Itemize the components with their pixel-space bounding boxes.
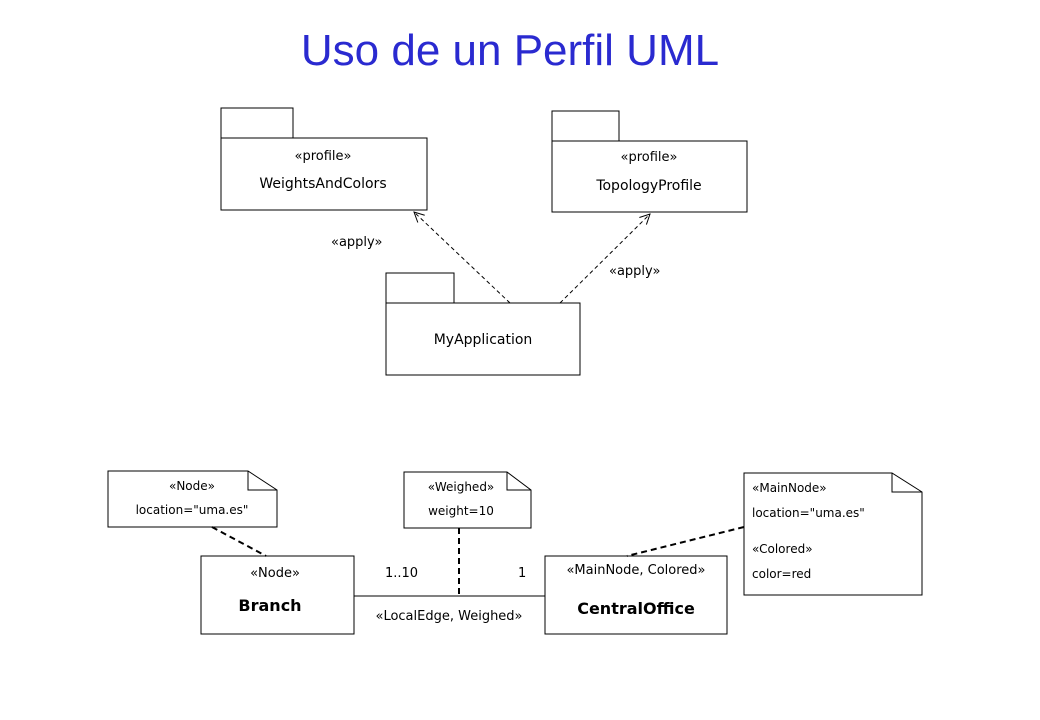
note-fold [506,472,531,491]
note-shape [107,470,278,528]
note-shape [403,471,532,529]
class-stereotype: «MainNode, Colored» [566,563,705,578]
class-branch[interactable]: «Node» Branch [200,555,355,635]
package-tab [220,107,294,139]
package-topology-profile[interactable]: «profile» TopologyProfile [551,110,748,213]
apply-label-right: «apply» [609,264,660,279]
note-anchor-main [626,526,745,557]
note-fold [891,473,922,493]
slide-title: Uso de un Perfil UML [300,26,720,75]
package-body [385,302,581,376]
profile-name: WeightsAndColors [259,176,386,192]
package-tab [551,110,620,142]
note-anchor-node [211,526,267,557]
apply-arrow-topology[interactable] [559,214,650,304]
note-value: location="uma.es" [136,503,249,517]
profile-stereotype: «profile» [295,149,352,164]
note-stereotype-colored: «Colored» [752,542,813,556]
note-value-color: color=red [752,567,811,581]
class-box [544,555,728,635]
class-stereotype: «Node» [250,566,300,581]
note-stereotype: «Node» [169,479,215,493]
class-name: Branch [238,596,301,615]
profile-stereotype: «profile» [621,150,678,165]
multiplicity-left: 1..10 [385,566,418,581]
profile-name: TopologyProfile [595,178,701,194]
note-shape [743,472,923,596]
package-name: MyApplication [434,332,533,348]
note-value-location: location="uma.es" [752,506,865,520]
note-node[interactable]: «Node» location="uma.es" [107,470,278,528]
package-weights-and-colors[interactable]: «profile» WeightsAndColors [220,107,428,211]
package-body [220,137,428,211]
association-label: «LocalEdge, Weighed» [375,609,522,624]
apply-arrow-weights[interactable] [414,212,511,304]
class-central-office[interactable]: «MainNode, Colored» CentralOffice [544,555,728,635]
apply-label-left: «apply» [331,235,382,250]
package-tab [385,272,455,304]
class-box [200,555,355,635]
note-main-node[interactable]: «MainNode» location="uma.es" «Colored» c… [743,472,923,596]
package-body [551,140,748,213]
note-value: weight=10 [428,504,494,518]
class-name: CentralOffice [577,599,695,618]
note-stereotype: «Weighed» [428,480,495,494]
package-my-application[interactable]: MyApplication [385,272,581,376]
note-weighed[interactable]: «Weighed» weight=10 [403,471,532,529]
note-stereotype-main: «MainNode» [752,481,827,495]
multiplicity-right: 1 [518,566,526,581]
note-fold [247,471,277,491]
